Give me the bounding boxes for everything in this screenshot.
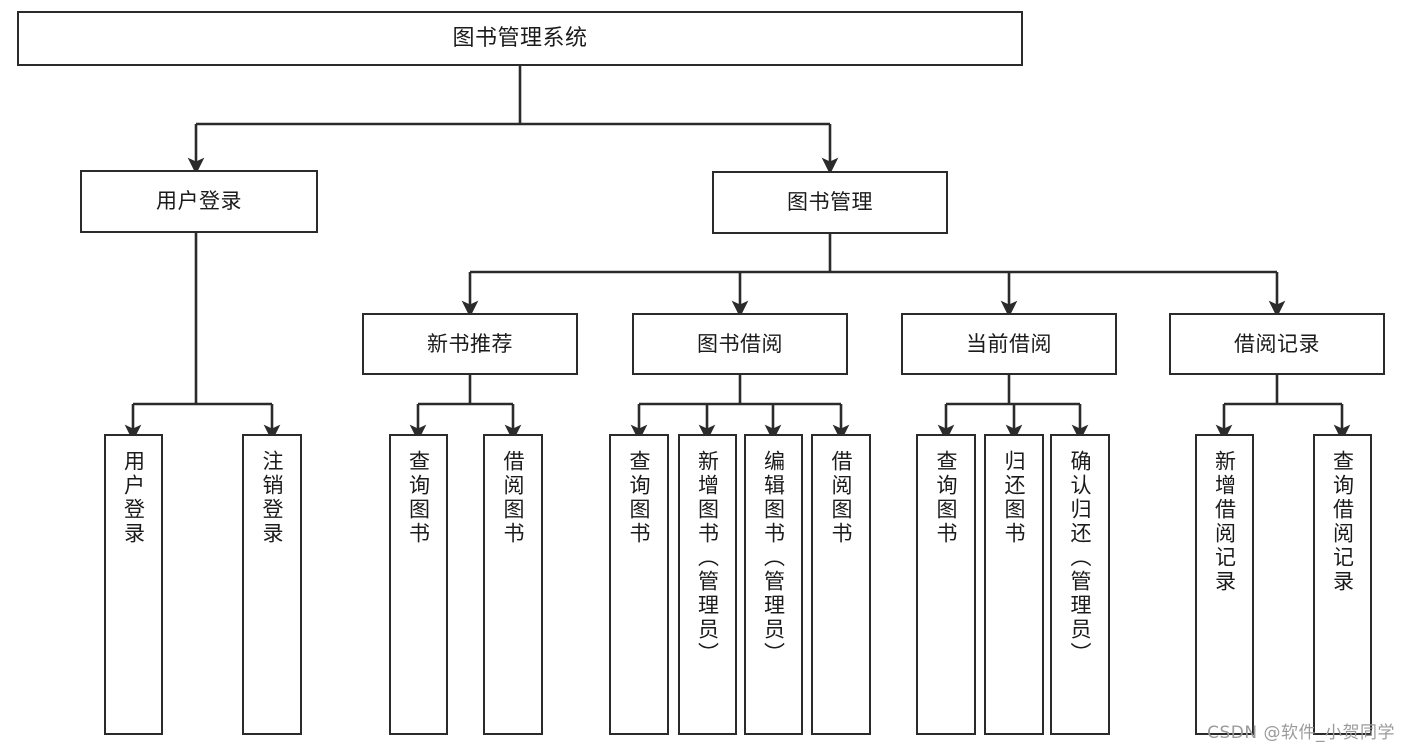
leaf-user-login-login[interactable]: 用户登录 bbox=[104, 434, 163, 735]
node-label: 当前借阅 bbox=[966, 331, 1052, 356]
node-label: 归还图书 bbox=[1002, 450, 1027, 546]
node-user-login[interactable]: 用户登录 bbox=[80, 170, 318, 233]
node-label: 用户登录 bbox=[121, 450, 146, 546]
node-label: 查询图书 bbox=[627, 450, 652, 546]
leaf-borrow-add-book-admin[interactable]: 新增图书（管理员） bbox=[678, 434, 737, 735]
node-label: 确认归还（管理员） bbox=[1068, 450, 1093, 666]
node-label: 图书管理系统 bbox=[452, 25, 588, 51]
node-label: 新增图书（管理员） bbox=[695, 450, 720, 666]
node-label: 用户登录 bbox=[156, 189, 242, 214]
leaf-user-login-logout[interactable]: 注销登录 bbox=[242, 434, 302, 735]
leaf-borrow-lend-book[interactable]: 借阅图书 bbox=[811, 434, 871, 735]
node-label: 借阅图书 bbox=[829, 450, 854, 546]
leaf-current-query-book[interactable]: 查询图书 bbox=[916, 434, 976, 735]
leaf-record-add-record[interactable]: 新增借阅记录 bbox=[1195, 434, 1254, 735]
node-label: 编辑图书（管理员） bbox=[761, 450, 786, 666]
node-current-borrow[interactable]: 当前借阅 bbox=[901, 313, 1117, 375]
leaf-record-query-record[interactable]: 查询借阅记录 bbox=[1313, 434, 1372, 735]
node-root-system[interactable]: 图书管理系统 bbox=[17, 11, 1023, 66]
node-book-management[interactable]: 图书管理 bbox=[712, 171, 948, 234]
leaf-borrow-edit-book-admin[interactable]: 编辑图书（管理员） bbox=[744, 434, 803, 735]
node-label: 新增借阅记录 bbox=[1212, 450, 1237, 594]
node-label: 注销登录 bbox=[260, 450, 285, 546]
node-label: 借阅记录 bbox=[1234, 331, 1320, 356]
node-label: 图书管理 bbox=[787, 190, 873, 215]
node-new-book-recommend[interactable]: 新书推荐 bbox=[362, 313, 578, 375]
node-book-borrow[interactable]: 图书借阅 bbox=[632, 313, 848, 375]
node-label: 借阅图书 bbox=[501, 450, 526, 546]
leaf-new-book-query-book[interactable]: 查询图书 bbox=[389, 434, 448, 735]
node-label: 新书推荐 bbox=[427, 331, 513, 356]
node-label: 查询图书 bbox=[406, 450, 431, 546]
leaf-new-book-borrow-book[interactable]: 借阅图书 bbox=[483, 434, 543, 735]
leaf-current-return-book[interactable]: 归还图书 bbox=[984, 434, 1044, 735]
node-label: 图书借阅 bbox=[697, 331, 783, 356]
csdn-watermark: CSDN @软件_小贺同学 bbox=[1207, 723, 1395, 743]
node-borrow-record[interactable]: 借阅记录 bbox=[1169, 313, 1385, 375]
node-label: 查询图书 bbox=[934, 450, 959, 546]
leaf-borrow-query-book[interactable]: 查询图书 bbox=[609, 434, 669, 735]
node-label: 查询借阅记录 bbox=[1330, 450, 1355, 594]
leaf-current-confirm-return-admin[interactable]: 确认归还（管理员） bbox=[1050, 434, 1110, 735]
